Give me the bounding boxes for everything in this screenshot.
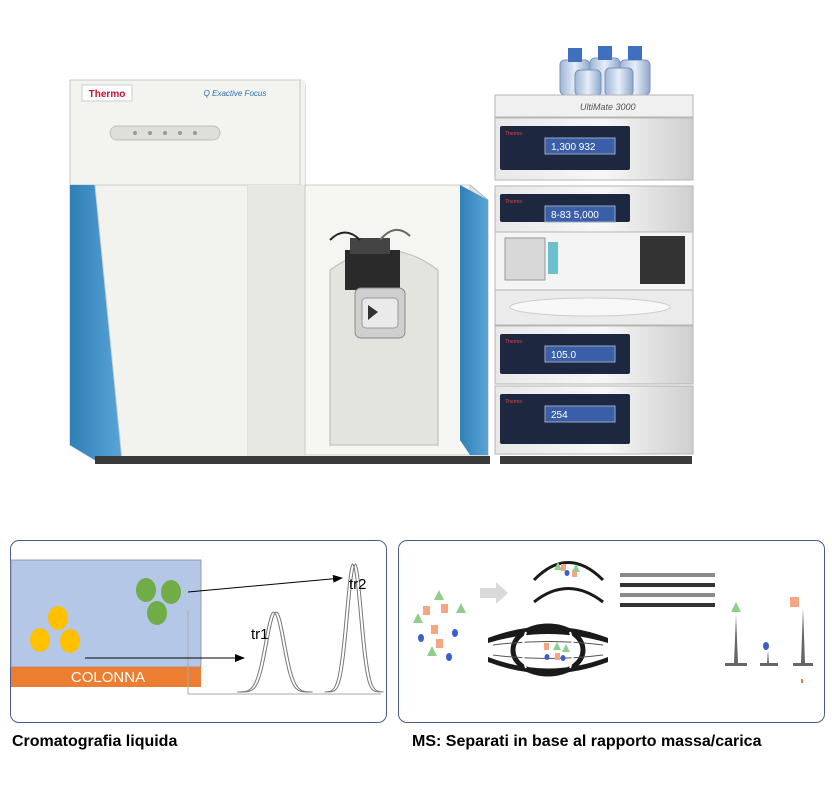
mixed-ions [412,589,466,661]
brand-logo-text: Thermo [89,89,126,100]
lcms-instrument-photo: Thermo Q Exactive Focus [69,46,694,464]
ion-trap [487,623,608,676]
column-label: COLONNA [70,669,144,686]
quadrupole-rods [619,572,715,607]
ion-circle [417,633,424,642]
analyte-green-2 [160,579,181,604]
analyte-yellow-1 [47,605,68,630]
peak-1-label: tr1 [251,626,269,643]
ion-circle [762,641,769,650]
ion-circle [451,628,458,637]
analyte-green-1 [135,577,156,602]
module-display-readout: 8-83 5,000 [551,210,599,221]
ion-square [789,596,799,607]
module-display-readout: 105.0 [551,350,576,361]
spectrum-peak-circle [766,649,769,663]
module-brand-text: Thermo [505,131,522,137]
analyte-yellow-3 [59,628,80,653]
ion-triangle [455,602,466,613]
module-brand-text: Thermo [505,339,522,345]
hplc-model-text: UltiMate 3000 [580,102,636,112]
ion-square [435,638,443,648]
ion-triangle [730,601,741,612]
lc-panel: COLONNA tr1 tr2 [10,540,387,723]
mass-spectrum [724,596,813,683]
hplc-module: Thermo 105.0 [494,325,694,385]
ion-lens-top [532,560,604,603]
spectrum-peak-square [800,607,805,663]
ion-square [440,603,448,613]
ms-model-text: Q Exactive Focus [204,89,267,98]
ion-square [422,605,430,615]
column-bar [10,666,201,687]
hplc-module: Thermo 8-83 5,000 [494,185,694,233]
analyte-green-3 [146,600,167,625]
hplc-module: Thermo 254 [494,385,694,455]
lc-caption: Cromatografia liquida [12,733,178,750]
ion-triangle [433,589,444,600]
module-brand-text: Thermo [505,199,522,205]
ion-circle [445,652,452,661]
spectrum-peak-triangle [733,614,738,663]
chromatogram-peak-2 [323,562,384,692]
hplc-module: Thermo 1,300 932 [494,117,694,181]
ms-caption: MS: Separati in base al rapporto massa/c… [412,733,762,750]
solvent-bottles [559,46,651,97]
process-arrow-icon [479,581,508,604]
module-display-readout: 1,300 932 [551,142,596,153]
ms-panel [398,540,825,723]
mass-spectrometer: Thermo Q Exactive Focus [69,79,490,464]
ion-square [430,624,438,634]
ion-triangle [426,645,437,656]
arrow-to-tr2 [187,574,343,592]
chromatogram-peak-1 [237,610,312,692]
ion-triangle [412,612,423,623]
analyte-yellow-2 [29,627,50,652]
peak-2-label: tr2 [349,576,367,593]
module-brand-text: Thermo [505,399,522,405]
module-display-readout: 254 [551,410,568,421]
